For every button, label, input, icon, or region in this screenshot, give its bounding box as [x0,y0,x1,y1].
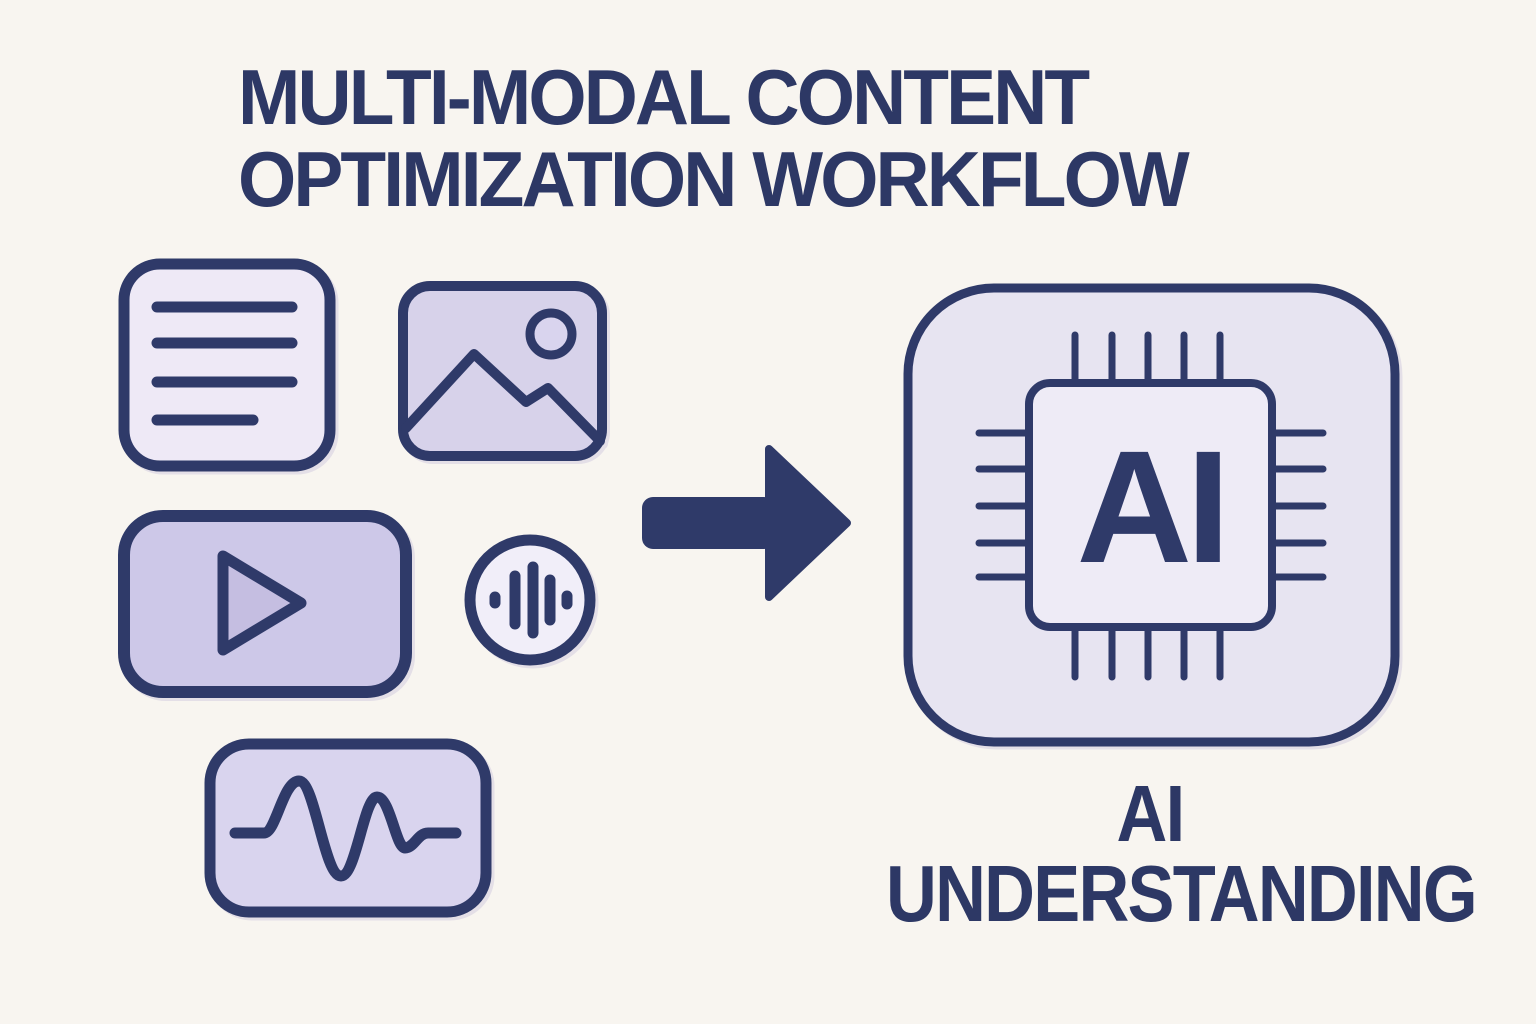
play-triangle [217,550,307,656]
ai-understanding-label: AI UNDERSTANDING [886,769,1478,938]
waveform-frame [204,738,492,918]
chip-ai-text: AI [1076,417,1231,596]
page-title-line1: MULTI-MODAL CONTENT [238,53,1090,141]
caption-line1: AI [1116,769,1186,858]
wave-line [229,775,462,882]
sun-icon [525,308,577,360]
ai-chip-icon [903,283,1400,747]
arrow-right-icon [642,445,851,601]
page-title: MULTI-MODAL CONTENT OPTIMIZATION WORKFLO… [238,53,1190,223]
waveform-icon [204,738,492,918]
image-icon [398,281,607,461]
page-title-line2: OPTIMIZATION WORKFLOW [238,135,1190,223]
text-lines [151,301,298,426]
image-frame [398,281,607,461]
video-play-icon [118,510,412,698]
arrow-shaft [642,497,775,549]
document-card [118,258,336,472]
sound-bars [489,561,573,639]
chip-inner-box [1025,379,1276,631]
text-document-icon [118,258,336,472]
chip-pins [975,331,1327,681]
caption-line2: UNDERSTANDING [886,849,1478,938]
arrow-head [765,445,851,601]
mountain-shape [401,349,605,446]
audio-voice-icon [464,534,596,666]
